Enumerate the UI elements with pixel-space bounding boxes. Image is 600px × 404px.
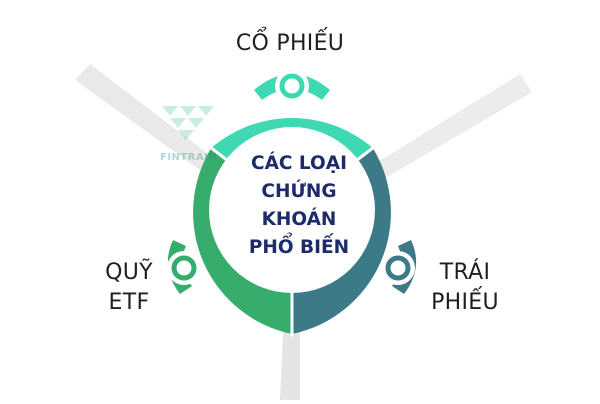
label-etf-line-2: ETF [108, 290, 150, 315]
watermark-logo [162, 106, 214, 140]
center-title-line-4: PHỔ BIẾN [248, 237, 350, 258]
center-disc [209, 127, 375, 293]
connector-right [381, 251, 415, 285]
center-title-line-3: KHOÁN [261, 209, 337, 230]
connector-top [275, 69, 309, 103]
center-title-line-2: CHỨNG [261, 181, 337, 202]
label-etf-fund: QUỸ ETF [84, 258, 174, 318]
label-stocks: CỔ PHIẾU [200, 29, 380, 59]
label-bonds: TRÁI PHIẾU [410, 258, 520, 318]
watermark-text: FINTRAIN [160, 152, 218, 163]
center-title-line-1: CÁC LOẠI [251, 153, 347, 174]
label-etf-line-1: QUỸ [105, 260, 153, 285]
center-title: CÁC LOẠI CHỨNG KHOÁN PHỔ BIẾN [226, 150, 372, 262]
label-stocks-line-1: CỔ PHIẾU [235, 31, 345, 56]
connector-left [167, 251, 201, 285]
label-bonds-line-2: PHIẾU [431, 290, 499, 315]
label-bonds-line-1: TRÁI [439, 260, 491, 285]
